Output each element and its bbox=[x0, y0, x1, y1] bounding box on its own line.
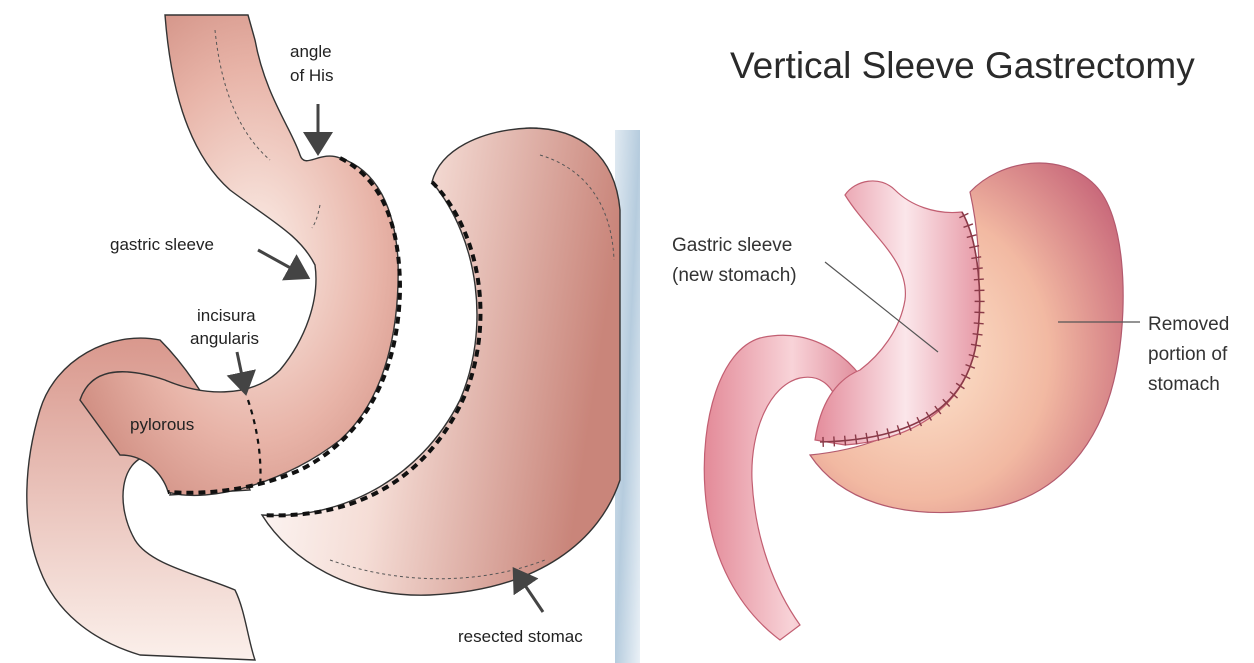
left-gastric-sleeve-shape bbox=[80, 15, 398, 495]
arrow-gastric-sleeve bbox=[258, 250, 305, 276]
label-incisura-2: angularis bbox=[190, 329, 259, 348]
label-new-sleeve-2: (new stomach) bbox=[672, 265, 797, 286]
label-angle-of-his-1: angle bbox=[290, 42, 332, 61]
label-angle-of-his-2: of His bbox=[290, 66, 333, 85]
arrow-incisura bbox=[237, 352, 245, 390]
label-removed-3: stomach bbox=[1148, 374, 1220, 395]
label-new-sleeve-1: Gastric sleeve bbox=[672, 235, 792, 256]
staple-tick bbox=[845, 436, 846, 446]
left-illustration: angle of His gastric sleeve incisura ang… bbox=[27, 15, 640, 663]
label-incisura-1: incisura bbox=[197, 306, 256, 325]
label-pylorous: pylorous bbox=[130, 415, 194, 434]
label-removed-2: portion of bbox=[1148, 344, 1228, 365]
staple-tick bbox=[974, 279, 984, 280]
label-gastric-sleeve: gastric sleeve bbox=[110, 235, 214, 254]
label-removed-1: Removed bbox=[1148, 314, 1229, 335]
arrow-resected bbox=[516, 572, 543, 612]
staple-tick bbox=[834, 436, 835, 446]
page-title: Vertical Sleeve Gastrectomy bbox=[730, 45, 1195, 86]
staple-tick bbox=[974, 323, 984, 324]
label-resected-stomach: resected stomac bbox=[458, 627, 583, 646]
